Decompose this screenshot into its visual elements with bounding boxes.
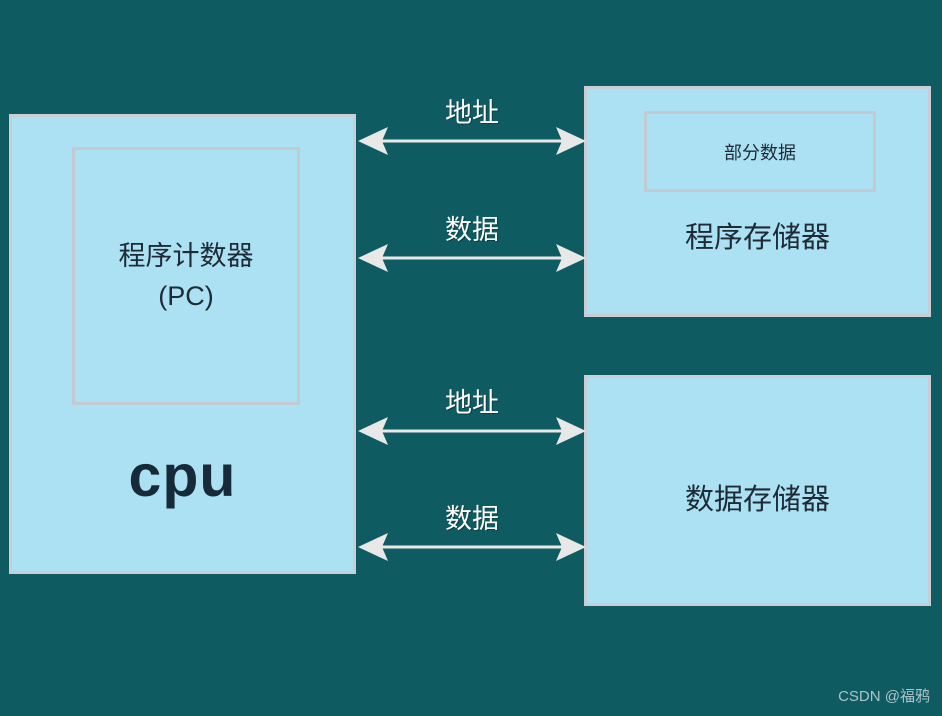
watermark: CSDN @福鸦 — [838, 688, 930, 705]
cpu-label: cpu — [128, 443, 237, 509]
double-arrow-icon — [358, 417, 586, 445]
program-counter-box: 程序计数器 (PC) — [72, 147, 300, 405]
double-arrow-icon — [358, 533, 586, 561]
partial-data-label: 部分数据 — [724, 142, 796, 163]
bus-data-data-memory: 数据 — [358, 504, 586, 564]
data-memory-label: 数据存储器 — [684, 484, 830, 516]
bus-address-data-memory: 地址 — [358, 388, 586, 448]
double-arrow-icon — [358, 127, 586, 155]
program-memory-label: 程序存储器 — [684, 222, 830, 254]
bus-data-program-memory: 数据 — [358, 215, 586, 275]
cpu-block: 程序计数器 (PC) cpu — [9, 114, 356, 574]
double-arrow-icon — [358, 244, 586, 272]
bus-address-program-memory: 地址 — [358, 98, 586, 158]
partial-data-box: 部分数据 — [644, 111, 876, 192]
data-memory-block: 数据存储器 — [584, 375, 931, 606]
bus-address-program-label: 地址 — [445, 98, 499, 128]
program-memory-block: 部分数据 程序存储器 — [584, 86, 931, 317]
program-counter-label: 程序计数器 (PC) — [118, 241, 254, 311]
bus-data-data-label: 数据 — [445, 504, 499, 534]
bus-data-program-label: 数据 — [445, 215, 499, 245]
bus-address-data-label: 地址 — [445, 388, 499, 418]
